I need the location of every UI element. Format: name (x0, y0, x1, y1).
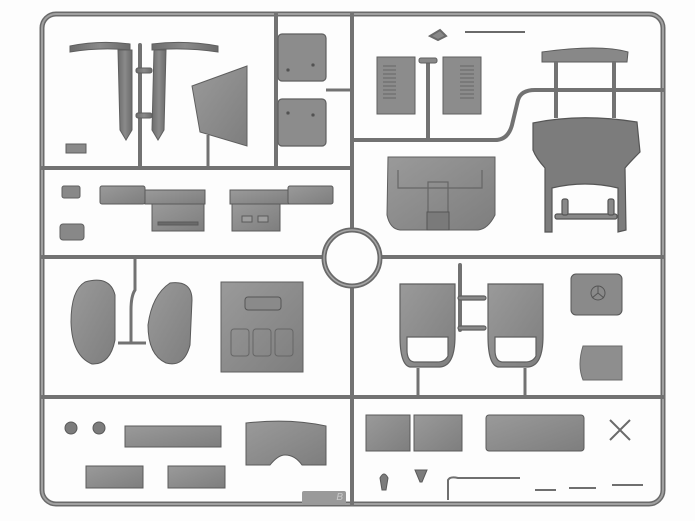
small-plate (579, 345, 623, 381)
small-tab (65, 143, 87, 154)
fenders (70, 257, 193, 365)
runners (40, 12, 665, 506)
engine-halves (99, 185, 334, 232)
small-cap (59, 223, 85, 241)
seat-shells (399, 283, 544, 368)
rear-panel (220, 281, 304, 373)
small-block (61, 185, 81, 199)
small-fittings-top (427, 28, 525, 42)
square-panels (277, 33, 327, 147)
floor-plate (386, 156, 496, 231)
radiator-grille-panels (376, 56, 482, 115)
cone-panel (191, 65, 248, 147)
badge-plate (570, 273, 623, 316)
seat-frame-bars (69, 41, 219, 141)
cab-front-frame (532, 117, 641, 233)
dashboard-bar (541, 47, 629, 63)
small-fittings-bottom (64, 419, 631, 491)
toolboxes (85, 414, 585, 489)
sprue-label-tag: B (302, 491, 346, 505)
